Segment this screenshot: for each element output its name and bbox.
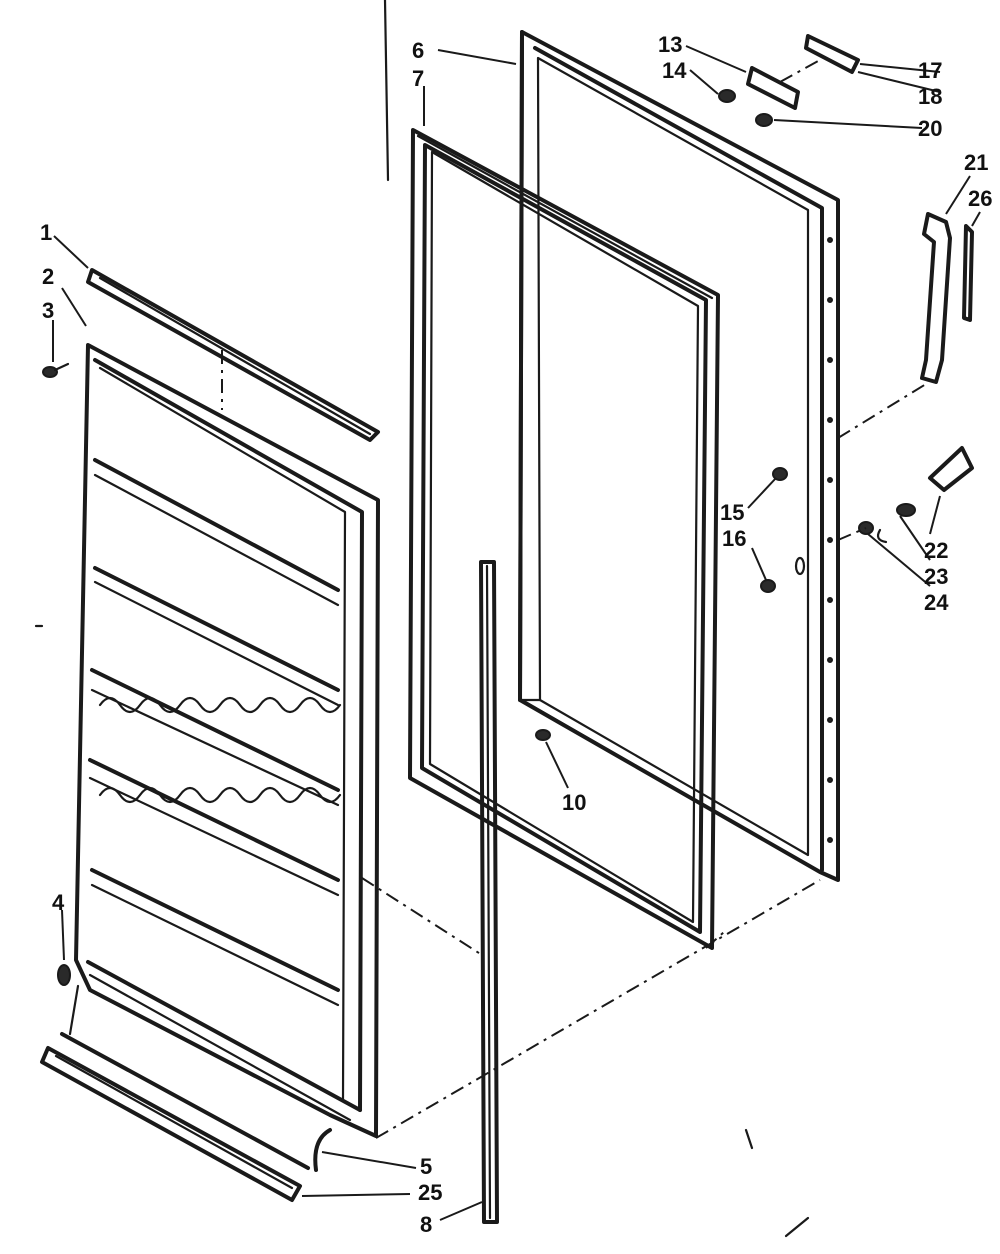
- callout-23: 23: [924, 564, 948, 589]
- bottom-strip: [40, 984, 310, 1202]
- callout-25: 25: [418, 1180, 442, 1205]
- callout-18: 18: [918, 84, 942, 109]
- callout-7: 7: [412, 66, 424, 91]
- callout-4: 4: [52, 890, 65, 915]
- leader-lines: [52, 45, 981, 1221]
- inner-door-liner: [74, 343, 380, 1138]
- outer-door-panel: [518, 30, 840, 882]
- screw-part-3: [42, 362, 70, 378]
- callout-10: 10: [562, 790, 586, 815]
- panel-holes: [827, 237, 833, 843]
- callout-labels: 1 2 3 4 5 6 7 8 10 13 14 15 16 17 18 20 …: [40, 32, 992, 1237]
- callout-24: 24: [924, 590, 949, 615]
- callout-16: 16: [722, 526, 746, 551]
- lower-hinge: [858, 446, 974, 544]
- callout-17: 17: [918, 58, 942, 83]
- callout-2: 2: [42, 264, 54, 289]
- scan-marks: [34, 624, 810, 1238]
- door-gasket-frame: [408, 128, 720, 950]
- reference-line: [383, 0, 390, 182]
- callout-15: 15: [720, 500, 744, 525]
- trim-strip: [479, 560, 499, 1224]
- alignment-lines: [221, 350, 927, 1139]
- callout-20: 20: [918, 116, 942, 141]
- plug-part-10: [535, 729, 569, 789]
- top-hinge-bracket: [718, 34, 860, 127]
- wire-spring: [313, 1128, 332, 1172]
- callout-21: 21: [964, 150, 988, 175]
- clip-part-4: [57, 964, 71, 986]
- callout-1: 1: [40, 220, 52, 245]
- callout-14: 14: [662, 58, 687, 83]
- callout-3: 3: [42, 298, 54, 323]
- door-handle: [920, 212, 974, 384]
- top-strip: [86, 268, 380, 442]
- callout-8: 8: [420, 1212, 432, 1237]
- callout-6: 6: [412, 38, 424, 63]
- callout-5: 5: [420, 1154, 432, 1179]
- callout-13: 13: [658, 32, 682, 57]
- callout-26: 26: [968, 186, 992, 211]
- fasteners: [760, 467, 806, 593]
- callout-22: 22: [924, 538, 948, 563]
